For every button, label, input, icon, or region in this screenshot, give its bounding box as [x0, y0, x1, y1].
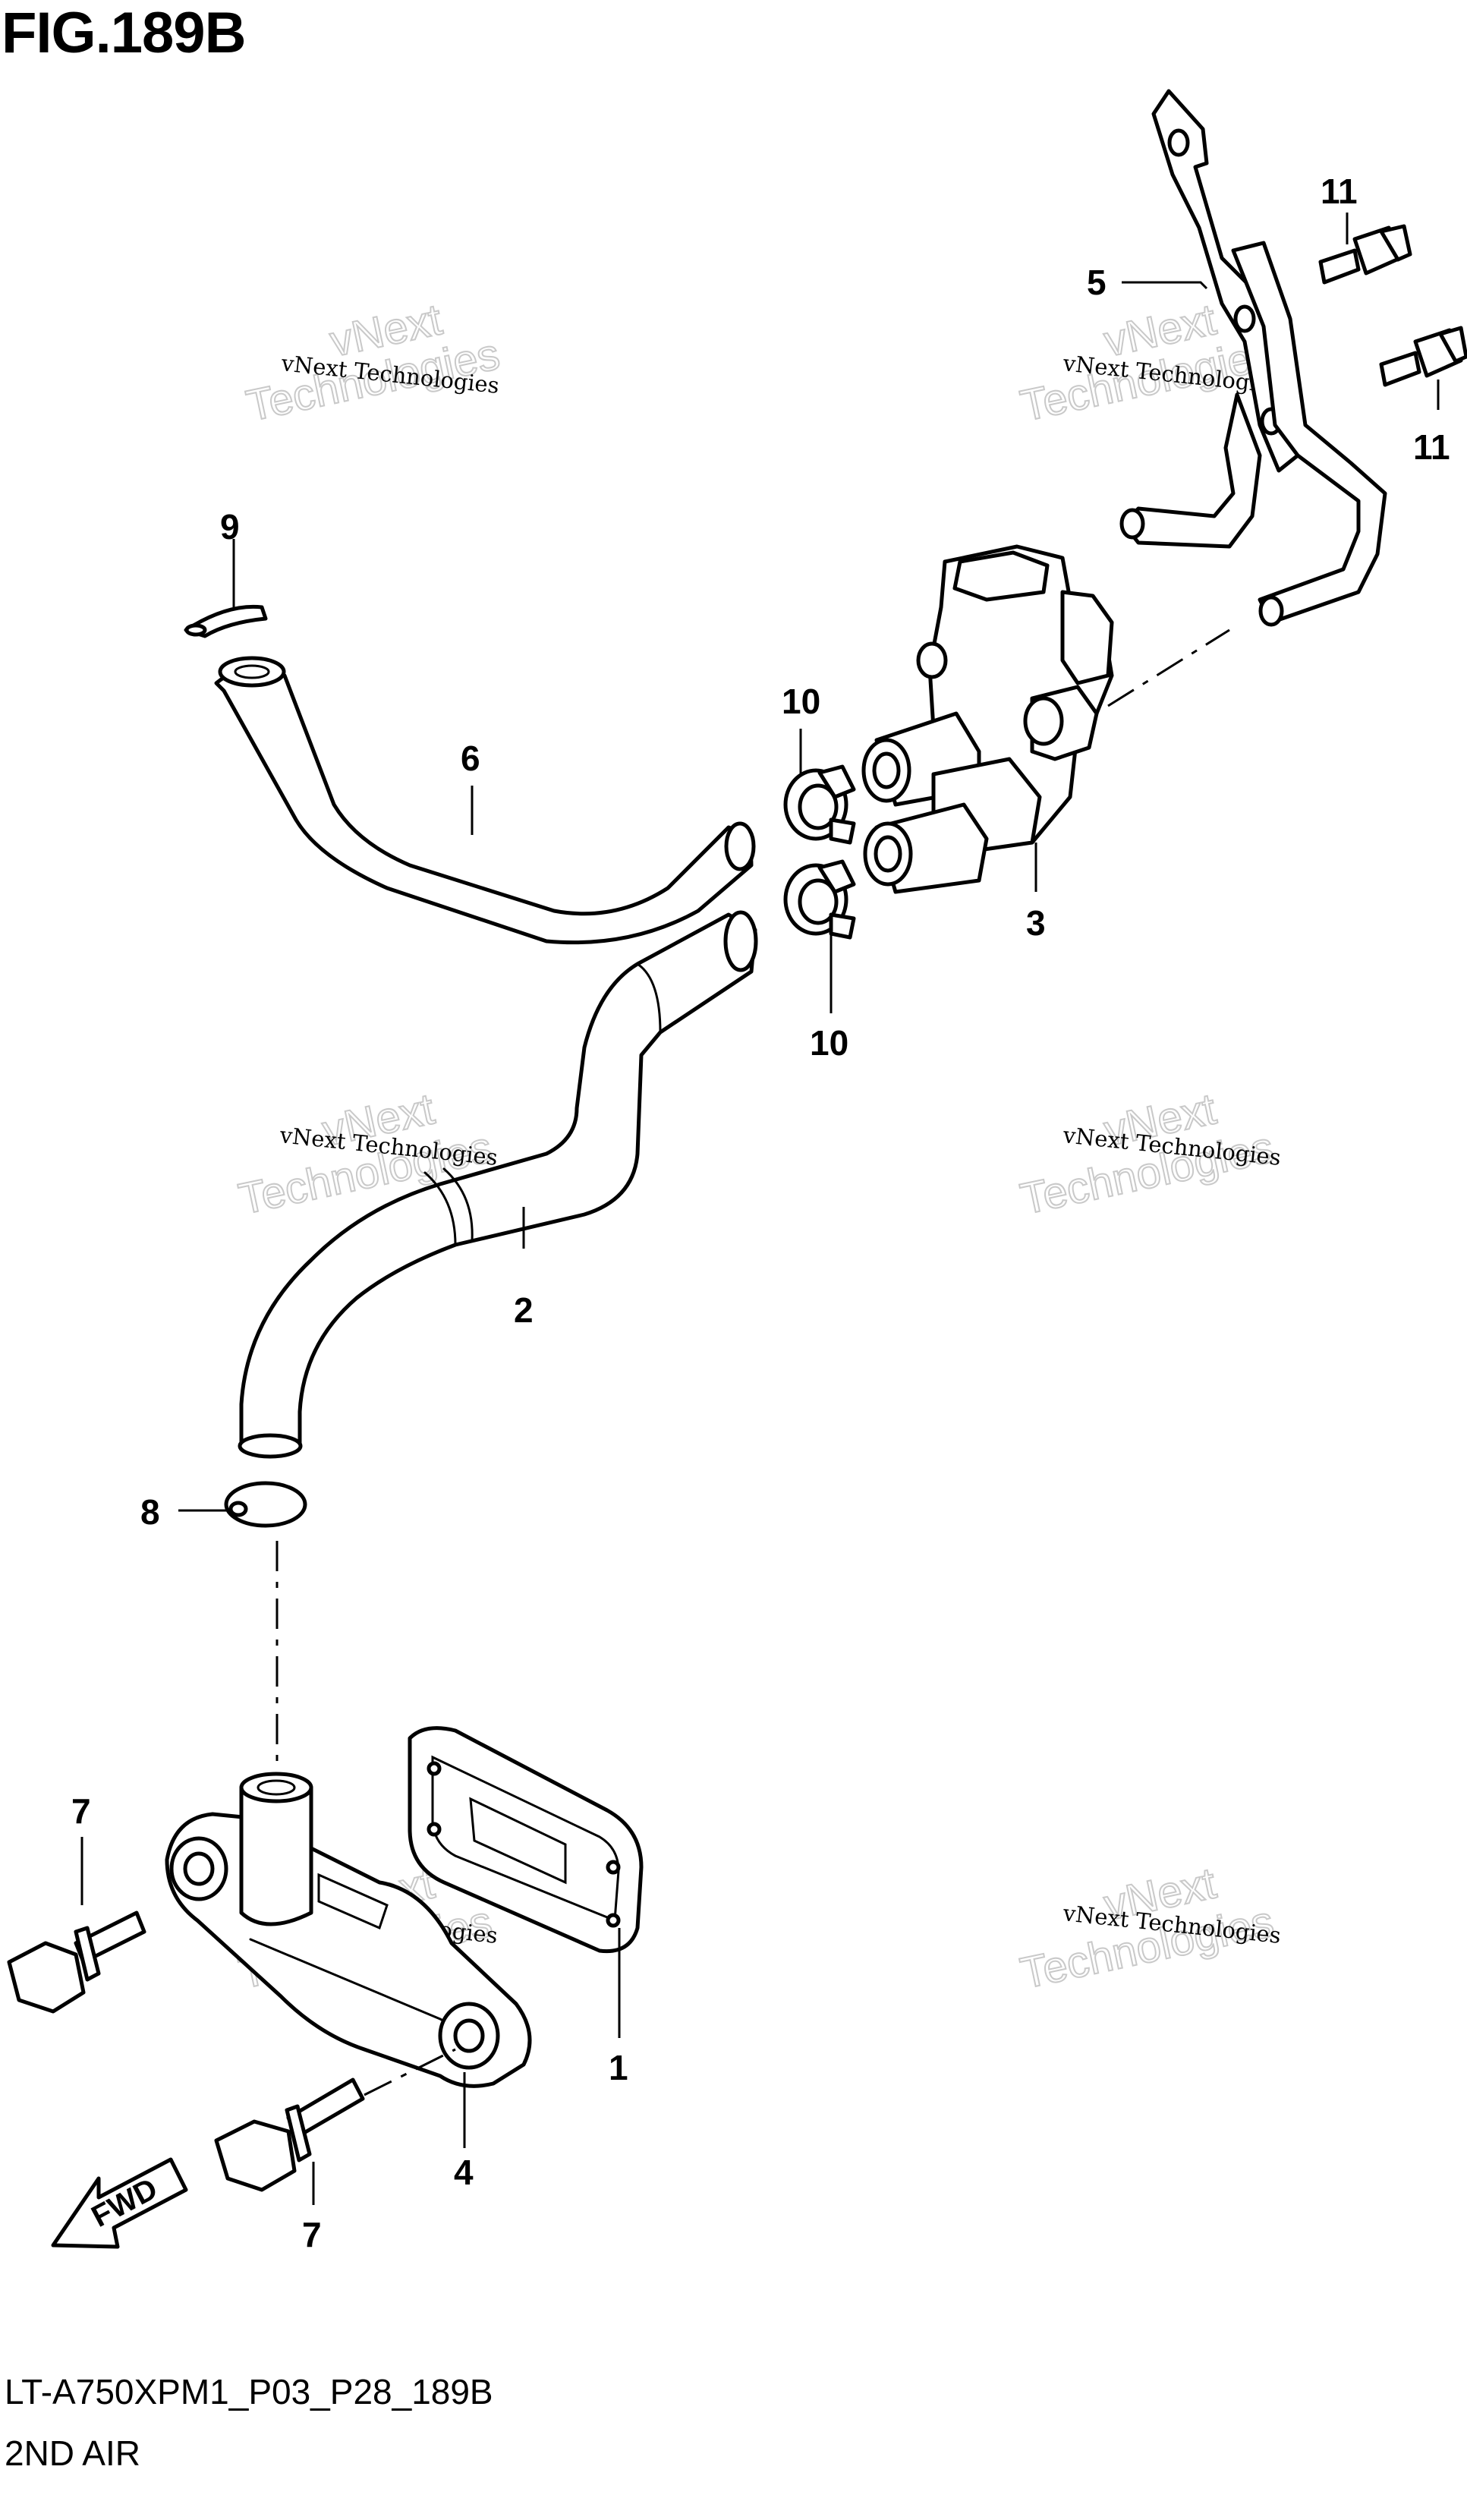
- part-6-hose: [214, 656, 756, 945]
- callout-5: 5: [1087, 263, 1107, 302]
- callout-4: 4: [454, 2153, 474, 2192]
- part-2-hose: [238, 910, 758, 1459]
- figure-title: FIG.189B: [2, 1, 246, 65]
- part-11-bolt-lower: [1379, 326, 1467, 387]
- figure-code: LT-A750XPM1_P03_P28_189B: [5, 2372, 493, 2411]
- callout-1: 1: [609, 2048, 628, 2087]
- callout-2: 2: [514, 1290, 534, 1330]
- part-10-clamp-upper: [783, 764, 856, 845]
- valve-axis-line: [1107, 628, 1230, 707]
- leader-lines: [80, 213, 1440, 2205]
- callout-7-lower: 7: [302, 2215, 322, 2254]
- watermark-bottom-right: Technologies vNext vNext Technologies: [1015, 1857, 1282, 1999]
- part-5-pipe-bracket: [1119, 89, 1387, 627]
- callout-11-upper: 11: [1321, 172, 1358, 211]
- callout-10-upper: 10: [782, 682, 820, 721]
- callout-6: 6: [461, 739, 480, 778]
- watermark-top-left: Technologies vNext vNext Technologies: [241, 294, 505, 431]
- callout-11-lower: 11: [1413, 427, 1450, 467]
- part-9-clip: [184, 604, 268, 638]
- part-7-bolt-upper: [7, 1910, 146, 2014]
- part-4-reed-valve-cover: [165, 1772, 532, 2088]
- part-11-bolt-upper: [1318, 224, 1412, 285]
- callout-9: 9: [220, 507, 240, 547]
- callout-3: 3: [1026, 903, 1046, 943]
- part-3-air-valve: [861, 544, 1114, 894]
- callout-10-lower: 10: [810, 1023, 848, 1063]
- part-7-bolt-lower: [214, 2077, 365, 2192]
- part-1-gasket: [408, 1726, 644, 1954]
- callout-7-upper: 7: [71, 1791, 91, 1831]
- part-8-clip: [224, 1481, 307, 1528]
- fwd-arrow: FWD: [51, 2157, 188, 2249]
- watermark-mid-right: Technologies vNext vNext Technologies: [1015, 1083, 1282, 1224]
- callout-8: 8: [140, 1492, 160, 1532]
- bolt-axis-line: [364, 2048, 456, 2096]
- part-10-clamp-lower: [783, 859, 856, 940]
- figure-name: 2ND AIR: [5, 2433, 140, 2473]
